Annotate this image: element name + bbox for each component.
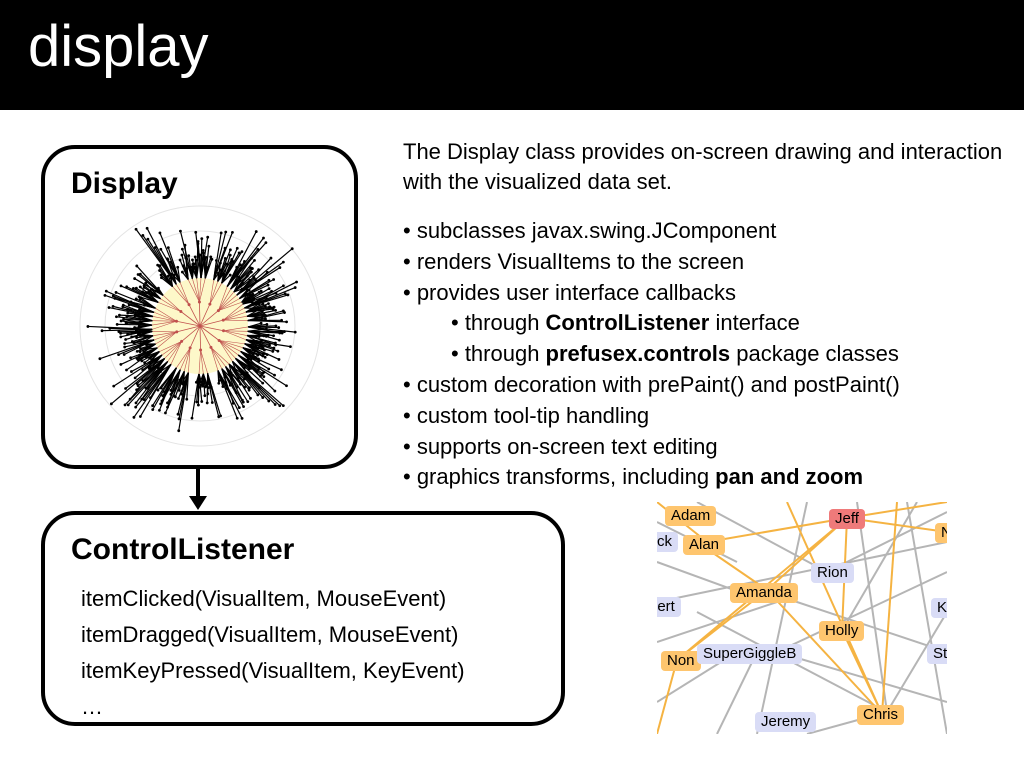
social-graph-image: Adam Jeff N ck Alan Rion Amanda pert K H…: [657, 502, 947, 734]
bullet-text: • through: [451, 341, 546, 367]
feature-bullet: • provides user interface callbacks: [403, 278, 1013, 309]
graph-node: N: [935, 523, 947, 543]
slide-title: display: [28, 14, 209, 79]
bullet-text: • renders VisualItems to the screen: [403, 248, 745, 274]
graph-node: Jeff: [829, 509, 865, 529]
feature-bullet: • custom decoration with prePaint() and …: [403, 370, 1013, 401]
feature-bullet: • subclasses javax.swing.JComponent: [403, 216, 1013, 247]
bullet-text: • through: [451, 310, 546, 336]
display-box-title: Display: [71, 167, 178, 200]
graph-node: Chris: [857, 705, 905, 725]
graph-node: Rion: [811, 563, 854, 583]
graph-node: SuperGiggleB: [697, 644, 803, 664]
bullet-bold-text: ControlListener: [545, 310, 710, 336]
title-bar: display: [0, 0, 1024, 110]
feature-bullet: • through ControlListener interface: [403, 308, 1013, 339]
graph-node: Alan: [683, 535, 726, 555]
method-item: itemClicked(VisualItem, MouseEvent): [81, 586, 447, 611]
graph-node: Jeremy: [755, 712, 817, 732]
radial-tree-image: [79, 205, 321, 447]
graph-node: St: [927, 644, 947, 664]
feature-list: • subclasses javax.swing.JComponent • ren…: [403, 216, 1013, 493]
bullet-text-tail: interface: [709, 310, 800, 336]
bullet-bold-text: pan and zoom: [715, 464, 864, 490]
graph-node: K: [931, 598, 947, 618]
bullet-text: • custom decoration with prePaint() and …: [403, 371, 900, 397]
bullet-text: • graphics transforms, including: [403, 464, 716, 490]
bullet-text: • provides user interface callbacks: [403, 279, 736, 305]
feature-bullet: • supports on-screen text editing: [403, 432, 1013, 463]
bullet-bold-text: prefusex.controls: [545, 341, 731, 367]
bullet-text: • supports on-screen text editing: [403, 433, 718, 459]
feature-bullet: • graphics transforms, including pan and…: [403, 462, 1013, 493]
feature-bullet: • custom tool-tip handling: [403, 401, 1013, 432]
method-ellipsis: …: [81, 694, 103, 719]
arrow-head-icon: [189, 496, 207, 510]
graph-node: Adam: [665, 506, 717, 526]
feature-bullet: • through prefusex.controls package clas…: [403, 339, 1013, 370]
controllistener-box: ControlListener itemClicked(VisualItem, …: [41, 511, 565, 726]
controllistener-title: ControlListener: [71, 533, 295, 566]
graph-node: Amanda: [730, 583, 798, 603]
graph-node: ck: [657, 532, 678, 552]
graph-node: pert: [657, 597, 681, 617]
bullet-text: • subclasses javax.swing.JComponent: [403, 218, 777, 243]
graph-node: Non: [661, 651, 701, 671]
method-item: itemKeyPressed(VisualItem, KeyEvent): [81, 658, 465, 683]
arrow-shaft: [196, 469, 200, 499]
graph-node: Holly: [819, 621, 865, 641]
description-text: The Display class provides on-screen dra…: [403, 139, 1003, 194]
bullet-text-tail: package classes: [730, 341, 899, 367]
method-item: itemDragged(VisualItem, MouseEvent): [81, 622, 459, 647]
method-list: itemClicked(VisualItem, MouseEvent) item…: [81, 581, 465, 725]
bullet-text: • custom tool-tip handling: [403, 402, 650, 428]
feature-bullet: • renders VisualItems to the screen: [403, 247, 1013, 278]
